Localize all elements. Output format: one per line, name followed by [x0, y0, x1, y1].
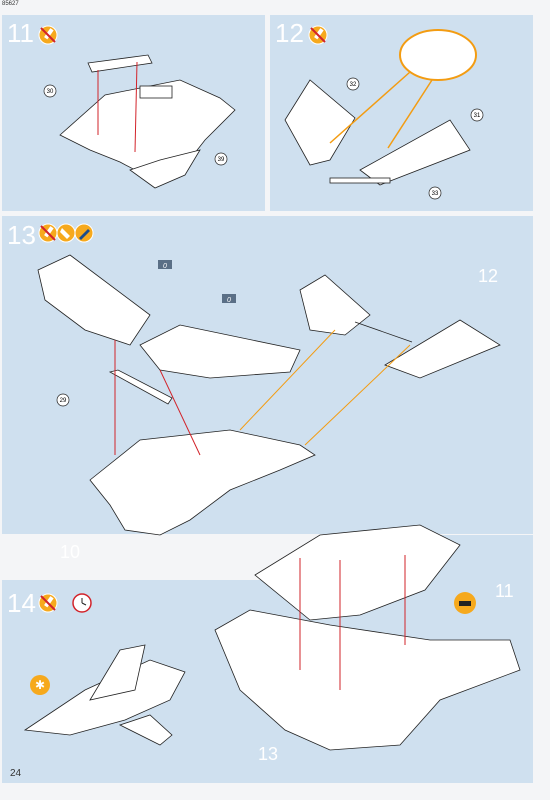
brush-icon	[74, 223, 94, 243]
step-14-aircraft-preview	[23, 644, 186, 746]
step-13-left-wing	[37, 254, 151, 346]
step-12-number: 12	[275, 18, 304, 48]
step-13-stabilizer-assembly	[299, 274, 501, 379]
part-callout-32: 32	[346, 77, 360, 91]
part-callout-39: 39	[214, 152, 228, 166]
subassembly-ref-13: 13	[258, 744, 278, 764]
gear-icon: ✱	[30, 675, 50, 695]
glue-icon	[308, 25, 328, 45]
page-number: 24	[10, 768, 22, 779]
step-13-right-wing	[139, 324, 301, 379]
document-code: 85627	[2, 1, 19, 7]
svg-text:30: 30	[47, 89, 54, 95]
step-13-orange-arrows	[239, 329, 411, 446]
paint-icon	[56, 223, 76, 243]
subassembly-ref-11: 11	[495, 581, 514, 601]
step-11-fuselage-part	[59, 79, 236, 189]
glue-icon	[38, 223, 58, 243]
glue-icon	[38, 25, 58, 45]
part-callout-30: 30	[43, 84, 57, 98]
step-11-number: 11	[7, 18, 34, 48]
step-12-detail-callout	[399, 29, 477, 81]
svg-text:✱: ✱	[35, 678, 45, 692]
glue-icon	[38, 593, 58, 613]
svg-text:39: 39	[218, 157, 225, 163]
step-14-decal-icon	[454, 592, 476, 614]
step-13-fuselage	[89, 429, 316, 536]
step-12-link-part	[329, 177, 391, 184]
svg-text:31: 31	[474, 113, 481, 119]
step-13-number: 13	[7, 220, 36, 250]
part-callout-33: 33	[428, 186, 442, 200]
step-14-number: 14	[7, 588, 36, 618]
step-14-lower-assembly	[214, 609, 521, 751]
step-11-red-arrow	[134, 61, 138, 153]
flag-0-marker	[158, 260, 172, 269]
flag-0-marker	[222, 294, 236, 303]
step-14-upper-assembly	[254, 524, 461, 621]
clock-icon	[72, 593, 92, 613]
part-callout-31: 31	[470, 108, 484, 122]
flag-0-label: 0	[163, 263, 167, 270]
flag-0-label: 0	[227, 297, 231, 304]
step-12-stabilizer-left	[284, 79, 356, 166]
subassembly-ref-12: 12	[478, 266, 498, 286]
part-callout-29: 29	[56, 393, 70, 407]
svg-text:32: 32	[350, 82, 357, 88]
step-12-stabilizer-right	[359, 119, 471, 186]
svg-text:29: 29	[60, 398, 67, 404]
step-13-red-arrows	[114, 340, 201, 456]
subassembly-ref-10: 10	[60, 542, 80, 562]
step-11-bracket-part	[87, 54, 153, 73]
svg-text:33: 33	[432, 191, 439, 197]
